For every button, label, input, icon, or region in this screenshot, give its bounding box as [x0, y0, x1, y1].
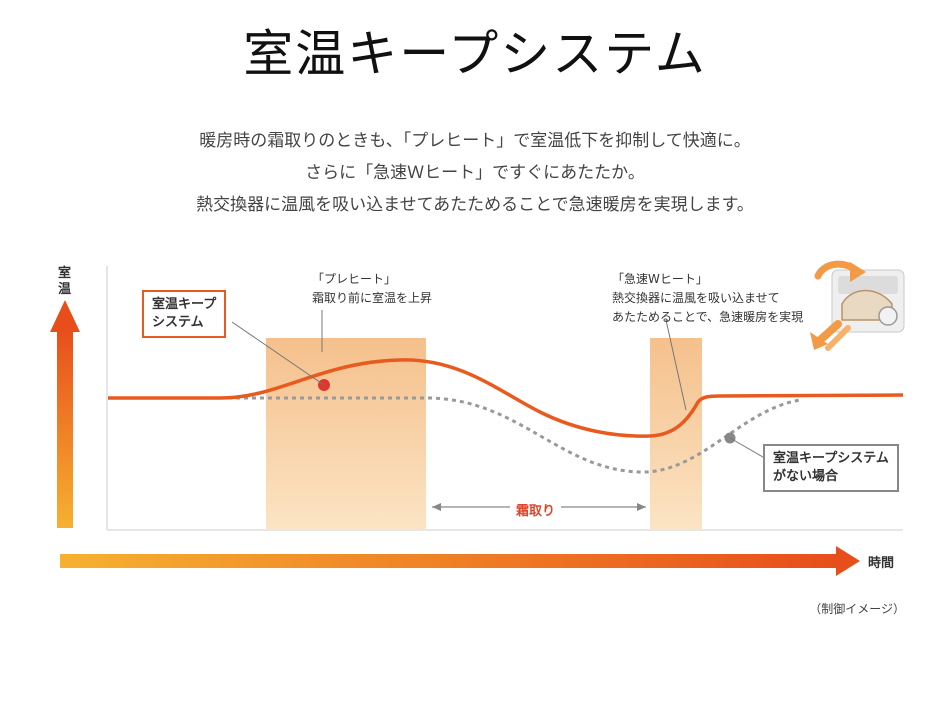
y-axis-arrow-head — [50, 300, 80, 332]
rapid-heat-text-1: 熱交換器に温風を吸い込ませて — [612, 291, 780, 305]
without-system-label: 室温キープシステム がない場合 — [763, 444, 899, 492]
rapid-heat-leader — [665, 319, 687, 411]
rapid-heat-heading: 「急速Wヒート」 — [612, 272, 708, 286]
preheat-band — [266, 338, 426, 530]
defrost-left-arrowhead — [432, 503, 441, 511]
preheat-note: 「プレヒート」 霜取り前に室温を上昇 — [312, 270, 432, 308]
with-system-leader — [231, 321, 325, 386]
with-system-curve — [108, 358, 904, 438]
preheat-heading: 「プレヒート」 — [312, 272, 397, 286]
x-axis-arrow-head — [836, 546, 860, 576]
description-line-2: さらに「急速Ｗヒート」ですぐにあたたか。 — [305, 163, 645, 183]
without-system-label-line-2: がない場合 — [773, 469, 839, 484]
defrost-label: 霜取り — [510, 500, 562, 519]
preheat-text: 霜取り前に室温を上昇 — [312, 291, 433, 305]
rapid-heat-note: 「急速Wヒート」 熱交換器に温風を吸い込ませて あたためることで、急速暖房を実現 — [612, 270, 803, 327]
heat-exchanger-icon — [810, 260, 905, 351]
control-image-caption: （制御イメージ） — [809, 602, 905, 616]
y-axis-label: 室温 — [58, 266, 72, 297]
y-axis-arrow-shaft — [57, 330, 73, 528]
with-system-label: 室温キープ システム — [142, 290, 227, 338]
defrost-right-arrowhead — [637, 503, 646, 511]
description-line-3: 熱交換器に温風を吸い込ませてあたためることで急速暖房を実現します。 — [196, 195, 754, 215]
without-system-leader — [729, 437, 769, 461]
with-system-label-line-1: 室温キープ — [152, 297, 217, 312]
without-system-label-line-1: 室温キープシステム — [773, 451, 889, 466]
description-line-1: 暖房時の霜取りのときも、「プレヒート」で室温低下を抑制して快適に。 — [199, 131, 751, 151]
without-system-curve — [108, 396, 801, 474]
rapid-heat-text-2: あたためることで、急速暖房を実現 — [612, 310, 804, 324]
x-axis-arrow-shaft — [60, 554, 838, 568]
page-title: 室温キープシステム — [243, 25, 707, 83]
with-system-label-line-2: システム — [152, 315, 204, 330]
x-axis-label: 時間 — [868, 556, 895, 571]
